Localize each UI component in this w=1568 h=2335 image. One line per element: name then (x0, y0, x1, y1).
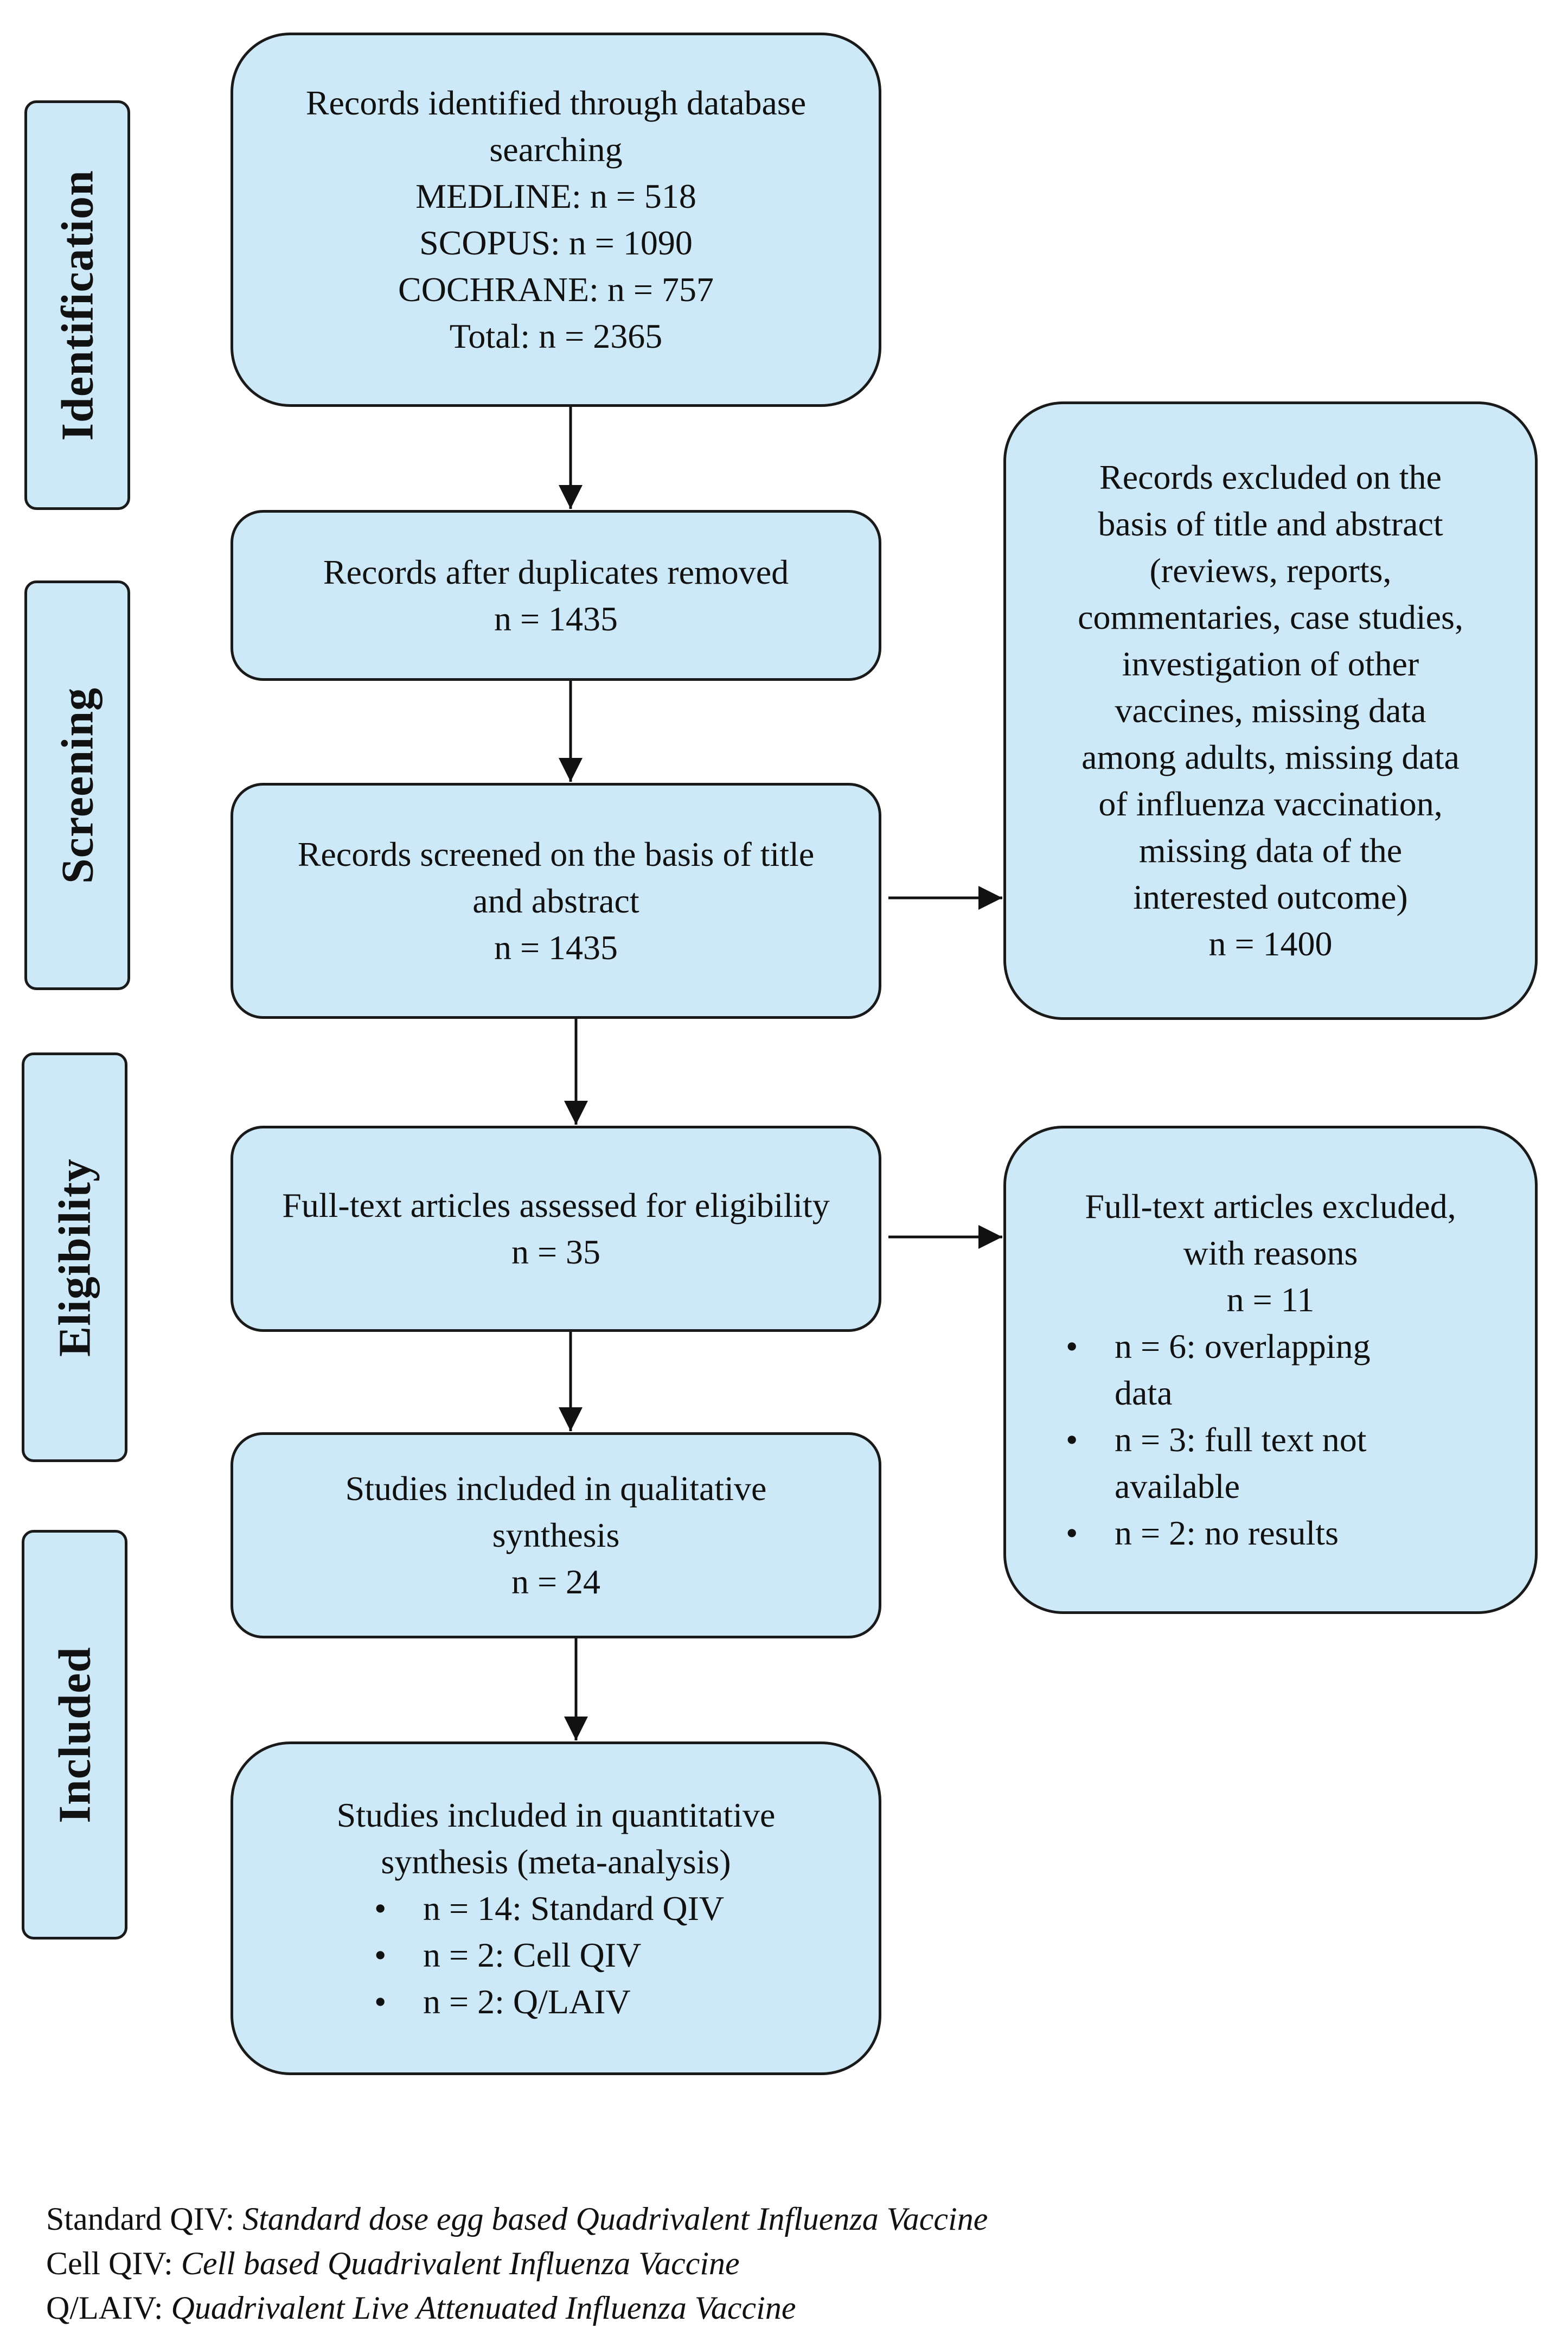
text-line: n = 6: overlapping (1115, 1327, 1371, 1366)
text-line: n = 2: Q/LAIV (423, 1982, 631, 2021)
text-line: and abstract (472, 881, 639, 920)
text-line: of influenza vaccination, (1098, 784, 1443, 823)
text-line: n = 14: Standard QIV (423, 1889, 725, 1928)
text-line: available (1115, 1467, 1240, 1505)
list-item: n = 2: Q/LAIV (336, 1979, 857, 2025)
exclusion-reasons-list: n = 6: overlapping data n = 3: full text… (1028, 1323, 1513, 1556)
footnote-q-laiv: Q/LAIV: Quadrivalent Live Attenuated Inf… (46, 2286, 796, 2330)
footnote-abbr: Cell QIV: (46, 2245, 173, 2281)
text-line: synthesis (492, 1516, 620, 1554)
list-item: n = 2: Cell QIV (336, 1932, 857, 1979)
text-line: among adults, missing data (1081, 738, 1460, 776)
stage-eligibility: Eligibility (22, 1052, 127, 1462)
stage-screening: Screening (24, 580, 130, 990)
footnote-cell-qiv: Cell QIV: Cell based Quadrivalent Influe… (46, 2242, 740, 2285)
stage-included-label: Included (49, 1646, 100, 1823)
box-records-excluded: Records excluded on the basis of title a… (1003, 401, 1538, 1020)
text-line: missing data of the (1138, 831, 1403, 870)
stage-screening-label: Screening (52, 687, 103, 884)
footnote-meaning: Cell based Quadrivalent Influenza Vaccin… (181, 2245, 740, 2281)
text-line: searching (489, 130, 623, 169)
text-line: SCOPUS: n = 1090 (419, 224, 693, 262)
text-line: synthesis (meta-analysis) (381, 1842, 731, 1881)
footnote-abbr: Q/LAIV: (46, 2290, 163, 2326)
box-quantitative-synthesis: Studies included in quantitative synthes… (231, 1741, 881, 2075)
text-line: with reasons (1183, 1234, 1358, 1272)
text-line: n = 24 (511, 1562, 601, 1601)
list-item: n = 6: overlapping data (1028, 1323, 1513, 1417)
box-records-screened: Records screened on the basis of title a… (231, 783, 881, 1019)
text-line: n = 11 (1226, 1280, 1315, 1319)
box-fulltext-excluded: Full-text articles excluded, with reason… (1003, 1126, 1538, 1614)
quantitative-breakdown-list: n = 14: Standard QIV n = 2: Cell QIV n =… (255, 1885, 857, 2025)
text-line: Records screened on the basis of title (297, 834, 815, 873)
stage-identification: Identification (24, 100, 130, 510)
text-line: data (1115, 1374, 1173, 1412)
box-qualitative-synthesis: Studies included in qualitative synthesi… (231, 1432, 881, 1638)
text-line: COCHRANE: n = 757 (398, 270, 714, 309)
text-line: basis of title and abstract (1098, 505, 1443, 543)
footnote-standard-qiv: Standard QIV: Standard dose egg based Qu… (46, 2197, 988, 2241)
text-line: vaccines, missing data (1115, 691, 1426, 730)
box-fulltext-assessed: Full-text articles assessed for eligibil… (231, 1126, 881, 1332)
text-line: n = 1400 (1208, 924, 1333, 963)
text-line: Records identified through database (305, 84, 807, 122)
text-line: n = 35 (511, 1233, 601, 1271)
text-line: n = 1435 (494, 928, 618, 967)
text-line: n = 2: no results (1115, 1514, 1339, 1552)
text-line: investigation of other (1122, 645, 1419, 683)
text-line: Full-text articles assessed for eligibil… (282, 1186, 830, 1224)
footnote-abbr: Standard QIV: (46, 2201, 235, 2237)
list-item: n = 3: full text not available (1028, 1417, 1513, 1510)
footnote-meaning: Quadrivalent Live Attenuated Influenza V… (171, 2290, 796, 2326)
stage-included: Included (22, 1530, 127, 1940)
text-line: commentaries, case studies, (1078, 598, 1463, 636)
text-line: Records after duplicates removed (323, 552, 789, 591)
text-line: Total: n = 2365 (449, 317, 663, 355)
stage-eligibility-label: Eligibility (49, 1158, 100, 1357)
footnote-meaning: Standard dose egg based Quadrivalent Inf… (242, 2201, 988, 2237)
stage-identification-label: Identification (52, 169, 103, 441)
text-line: n = 2: Cell QIV (423, 1935, 642, 1974)
text-line: (reviews, reports, (1149, 551, 1392, 590)
box-records-identified: Records identified through database sear… (231, 33, 881, 407)
text-line: n = 1435 (494, 599, 618, 638)
text-line: Studies included in quantitative (336, 1795, 776, 1834)
text-line: interested outcome) (1133, 878, 1408, 916)
list-item: n = 14: Standard QIV (336, 1885, 857, 1932)
text-line: Full-text articles excluded, (1085, 1187, 1456, 1226)
text-line: MEDLINE: n = 518 (415, 177, 696, 215)
box-duplicates-removed: Records after duplicates removed n = 143… (231, 510, 881, 681)
text-line: Records excluded on the (1099, 458, 1442, 496)
text-line: Studies included in qualitative (345, 1469, 767, 1508)
text-line: n = 3: full text not (1115, 1420, 1367, 1459)
list-item: n = 2: no results (1028, 1510, 1513, 1556)
